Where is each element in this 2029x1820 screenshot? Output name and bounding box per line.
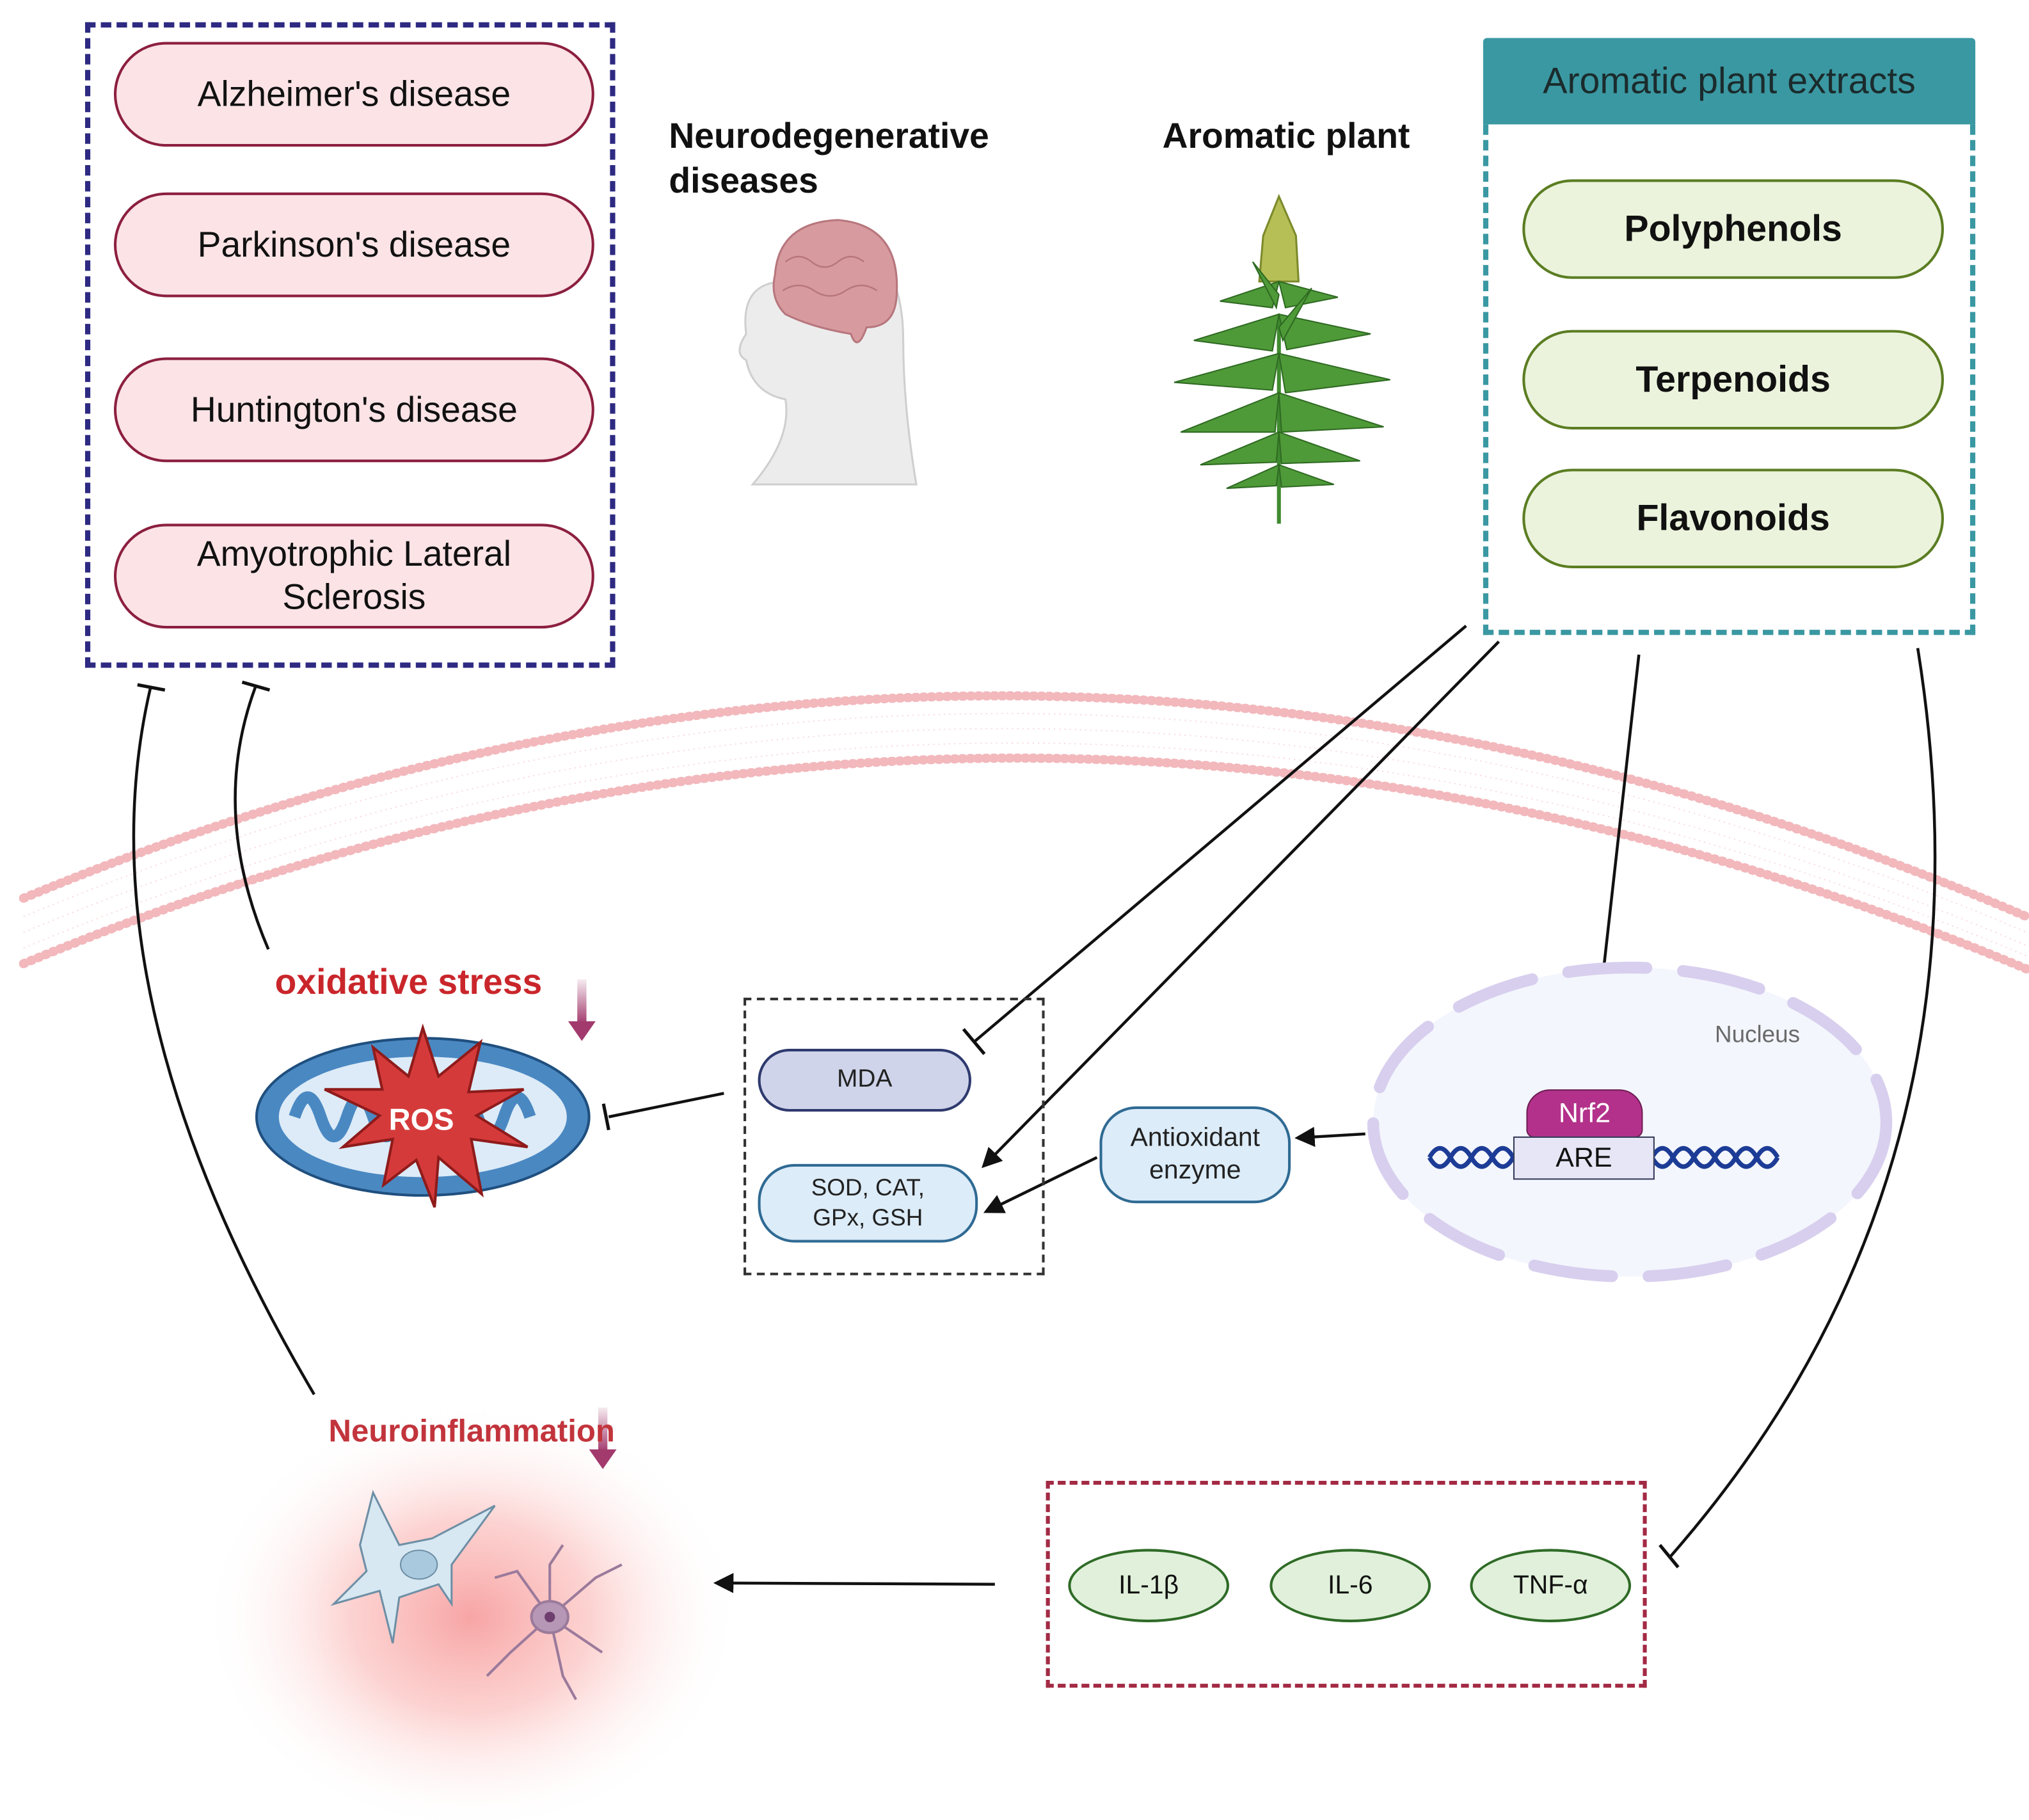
microglia-icon: [486, 1544, 623, 1700]
cytokine-tnfa: TNF-α: [1470, 1549, 1632, 1622]
nrf2-node: Nrf2: [1526, 1089, 1643, 1138]
disease-alzheimers: Alzheimer's disease: [113, 42, 594, 147]
disease-parkinsons: Parkinson's disease: [113, 192, 594, 298]
extract-flavonoids: Flavonoids: [1522, 468, 1945, 568]
disease-huntingtons: Huntington's disease: [113, 357, 594, 463]
inflammation-glow: [203, 1401, 740, 1820]
neuroinflammation-label: Neuroinflammation: [328, 1414, 615, 1449]
ros-burst-icon: [324, 1023, 529, 1208]
mda-label: MDA: [837, 1066, 893, 1094]
oxidative-stress-label: oxidative stress: [275, 962, 543, 1002]
are-label: ARE: [1556, 1142, 1612, 1173]
cytokine-label: IL-1β: [1118, 1570, 1179, 1600]
inhibit-bar: [601, 1103, 610, 1131]
extract-label: Flavonoids: [1636, 497, 1830, 538]
inhibit-bar: [962, 1028, 986, 1055]
disease-label: Amyotrophic Lateral Sclerosis: [196, 534, 512, 617]
oxidative-markers-group: [744, 998, 1045, 1275]
aromatic-plant-icon: [1174, 193, 1390, 524]
extract-label: Polyphenols: [1624, 208, 1842, 249]
astrocyte-icon: [330, 1490, 496, 1644]
nucleus-label: Nucleus: [1714, 1021, 1801, 1048]
extract-polyphenols: Polyphenols: [1522, 179, 1945, 279]
disease-label: Parkinson's disease: [197, 224, 511, 264]
cell-membrane: [19, 691, 2029, 974]
extract-label: Terpenoids: [1635, 358, 1831, 400]
diseases-group: [84, 22, 616, 668]
human-head-brain-icon: [738, 219, 918, 486]
decrease-arrow-neuroinflammation: [589, 1407, 617, 1469]
inhibit-bar: [241, 680, 271, 692]
inhibit-line-cytokines: [1667, 648, 1937, 1560]
inhibit-line-neuroinflammation: [132, 687, 315, 1396]
arrow-nucleus-to-enzyme: [1294, 1126, 1365, 1147]
nrf2-label: Nrf2: [1558, 1098, 1611, 1128]
antioxidants-label: SOD, CAT, GPx, GSH: [811, 1174, 925, 1231]
arrow-to-antioxidants: [982, 640, 1500, 1169]
ros-label: ROS: [388, 1102, 454, 1137]
inhibit-bar: [1659, 1544, 1680, 1569]
cytokine-il1b: IL-1β: [1068, 1549, 1230, 1622]
cytokine-il6: IL-6: [1269, 1549, 1431, 1622]
cytokine-label: TNF-α: [1513, 1570, 1588, 1600]
mda-node: MDA: [758, 1048, 971, 1112]
heading-neurodegenerative: Neurodegenerative diseases: [669, 116, 989, 201]
cytokines-group: [1046, 1481, 1647, 1688]
cytokine-label: IL-6: [1327, 1570, 1373, 1600]
extract-terpenoids: Terpenoids: [1522, 330, 1945, 430]
decrease-arrow-oxidative: [568, 979, 596, 1041]
disease-als: Amyotrophic Lateral Sclerosis: [113, 523, 594, 629]
dna-icon: [1427, 1145, 1780, 1169]
extracts-header: Aromatic plant extracts: [1483, 38, 1976, 125]
are-node: ARE: [1513, 1136, 1655, 1180]
extracts-group: [1483, 124, 1976, 635]
inhibit-bar: [137, 683, 166, 692]
antioxidant-enzyme-node: Antioxidant enzyme: [1099, 1106, 1291, 1204]
heading-aromatic-plant: Aromatic plant: [1162, 116, 1410, 156]
disease-label: Huntington's disease: [190, 389, 518, 429]
inhibit-line-oxidative: [234, 687, 270, 950]
antioxidants-node: SOD, CAT, GPx, GSH: [758, 1163, 978, 1243]
inhibit-line-ros: [608, 1092, 724, 1119]
inhibit-line-mda: [974, 625, 1467, 1042]
disease-label: Alzheimer's disease: [197, 74, 511, 113]
arrow-cytokines-to-neuro: [713, 1572, 995, 1593]
antioxidant-enzyme-label: Antioxidant enzyme: [1130, 1123, 1261, 1185]
